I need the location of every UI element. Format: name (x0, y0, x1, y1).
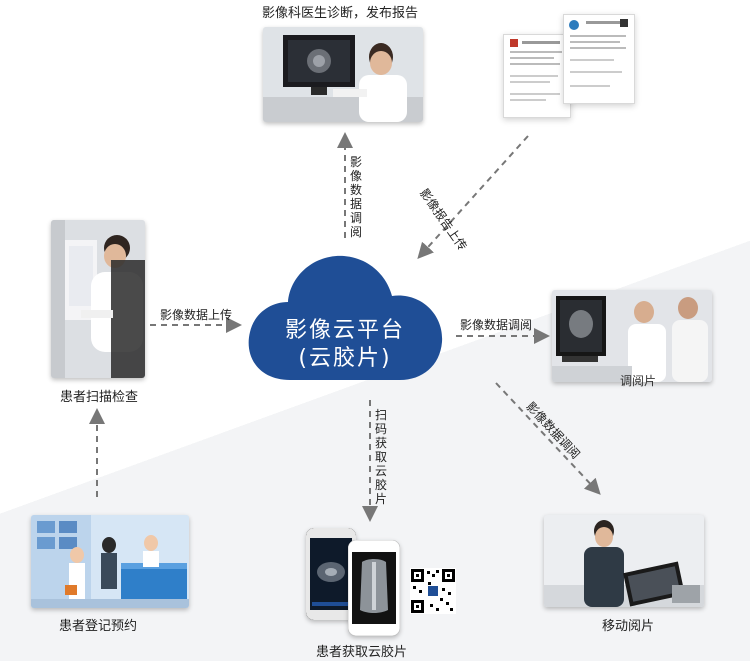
arrow-report-to-cloud (417, 135, 529, 259)
node-label-doctor-diagnosis: 影像科医生诊断，发布报告 (262, 6, 419, 21)
mobile-view-photo (544, 515, 704, 607)
doctor-diagnosis-photo (263, 27, 423, 122)
edge-label-retrieve-to-doctor: 影像数据调阅 (349, 155, 362, 239)
cloud-title: 影像云平台 (284, 318, 405, 343)
report-sheet-back (563, 14, 635, 104)
node-label-mobile-view: 移动阅片 (602, 619, 655, 634)
cloud-shape (248, 255, 443, 380)
cloud-subtitle: (云胶片) (298, 346, 392, 371)
arrow-cloud-to-mobile (495, 382, 601, 495)
phone-right (348, 540, 400, 636)
node-label-view: 调阅片 (620, 374, 657, 388)
cloud-platform: 影像云平台 (云胶片) (240, 230, 450, 390)
edge-label-upload-from-scan: 影像数据上传 (160, 308, 233, 322)
report-sheet-front (503, 34, 571, 118)
doctors-viewing-photo (552, 290, 712, 382)
node-label-patient-scan: 患者扫描检查 (60, 390, 139, 405)
node-label-patient-register: 患者登记预约 (59, 619, 138, 634)
edge-label-retrieve-right: 影像数据调阅 (460, 318, 533, 332)
node-label-patient-get-film: 患者获取云胶片 (316, 645, 408, 660)
qr-code-icon (410, 568, 456, 614)
patient-register-photo (31, 515, 189, 608)
edge-label-scan-get-film: 扫码获取云胶片 (374, 408, 387, 506)
patient-scan-photo (51, 220, 145, 378)
